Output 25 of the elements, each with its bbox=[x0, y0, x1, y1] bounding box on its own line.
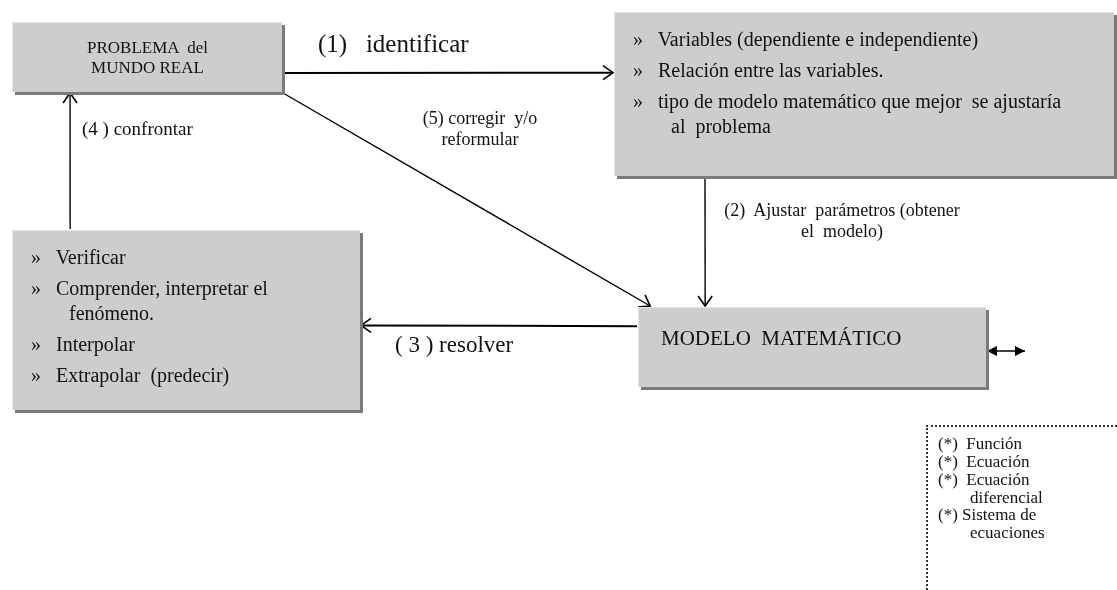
list-item: » Verificar bbox=[31, 245, 127, 270]
list-item: » Comprender, interpretar el fenómeno. bbox=[31, 276, 269, 326]
note-box bbox=[926, 425, 1117, 590]
note-item: (*) Ecuación diferencial bbox=[938, 470, 1044, 507]
list-item: » tipo de modelo matemático que mejor se ajustaría al problema bbox=[633, 89, 1063, 139]
list-item: » Variables (dependiente e independiente) bbox=[633, 27, 980, 52]
list-item: » Extrapolar (predecir) bbox=[31, 363, 231, 388]
process-box bbox=[12, 22, 282, 92]
arrow bbox=[62, 92, 78, 230]
arrow bbox=[282, 92, 651, 308]
arrow bbox=[282, 64, 614, 81]
box-label: PROBLEMA del MUNDO REAL bbox=[86, 37, 209, 78]
note-item: (*) Sistema de ecuaciones bbox=[938, 506, 1046, 543]
process-box bbox=[614, 12, 1114, 176]
arrow bbox=[697, 176, 713, 307]
edge-label: (2) Ajustar parámetros (obtener el modelo) bbox=[722, 200, 962, 242]
arrow bbox=[986, 346, 1026, 356]
process-box bbox=[638, 307, 986, 387]
arrow bbox=[360, 317, 638, 334]
list-item: » Interpolar bbox=[31, 332, 136, 357]
box-label: MODELO MATEMÁTICO bbox=[661, 325, 903, 352]
note-item: (*) Función bbox=[938, 435, 1024, 453]
note-item: (*) Ecuación bbox=[938, 452, 1031, 471]
list-item: » Relación entre las variables. bbox=[633, 58, 885, 83]
process-box bbox=[12, 230, 360, 410]
